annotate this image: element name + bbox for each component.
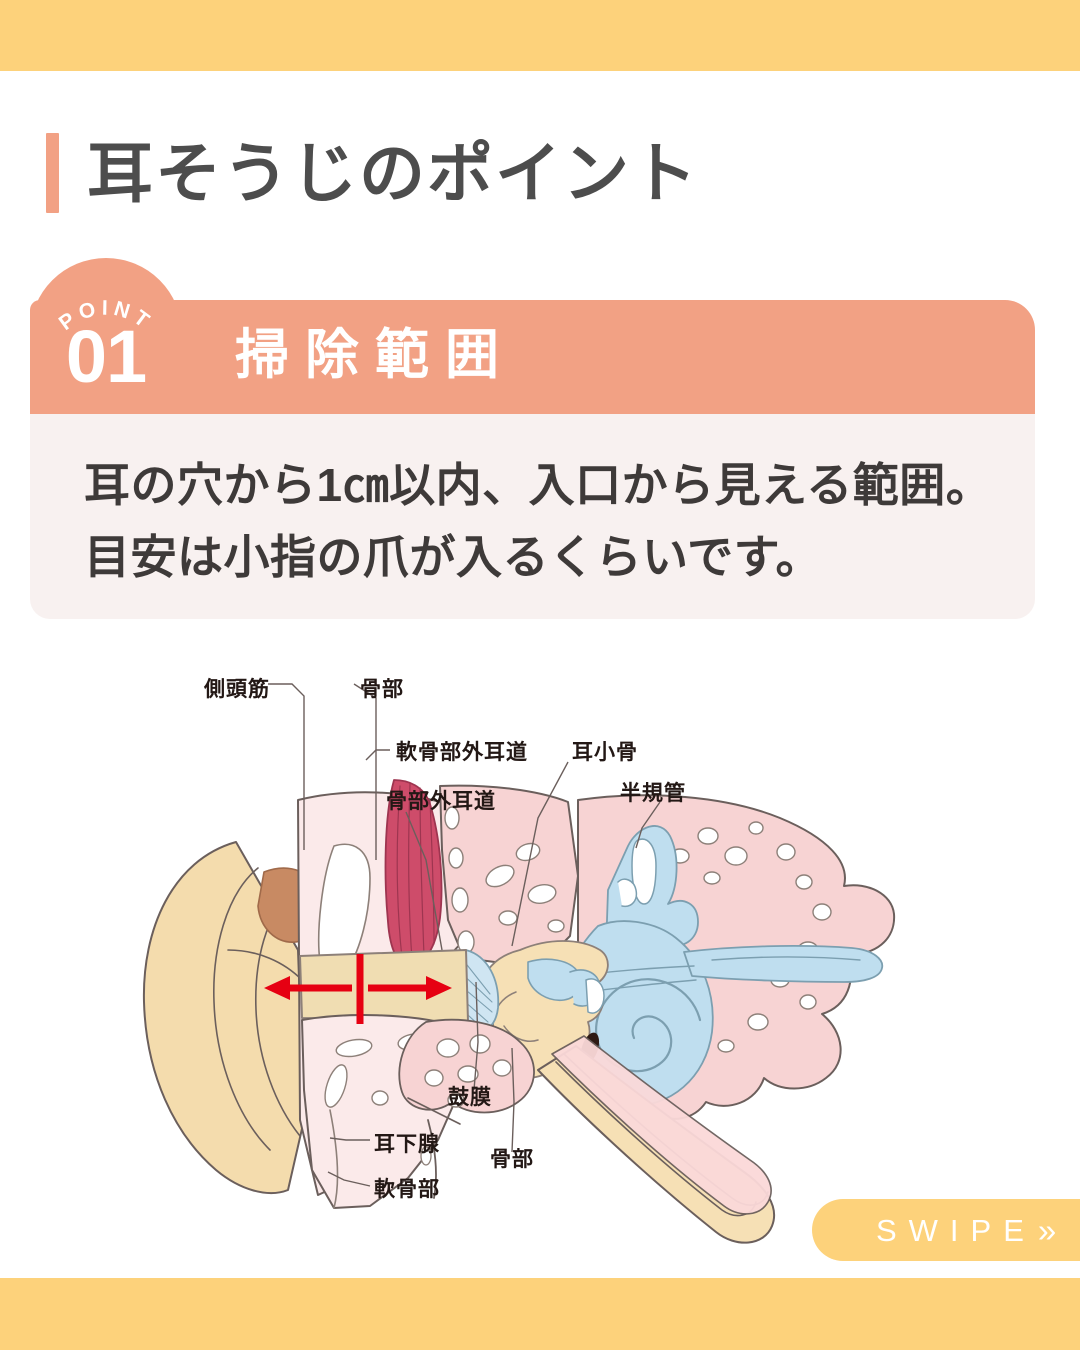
- leader-temporalis: [268, 683, 305, 850]
- temporalis-striations: [396, 783, 435, 961]
- description-line-2: 目安は小指の爪が入るくらいです。: [84, 531, 823, 583]
- page-title-text: 耳そうじのポイント: [87, 136, 699, 210]
- diagram-label-semicircular-canals: 半規管: [620, 781, 686, 805]
- leader-ossicles: [511, 761, 569, 947]
- diagram-label-cartilaginous-canal: 軟骨部外耳道: [396, 740, 528, 764]
- range-arrow-right-head: [426, 976, 452, 1000]
- cleaning-range-annotation: [264, 954, 452, 1024]
- diagram-label-bony-canal: 骨部外耳道: [386, 789, 496, 813]
- leader-bony-part-bottom: [511, 1047, 515, 1153]
- point-banner-bar: [30, 300, 1035, 414]
- diagram-label-temporalis: 側頭筋: [203, 677, 270, 701]
- swipe-label: SWIPE: [876, 1212, 1036, 1248]
- diagram-label-parotid-gland: 耳下腺: [374, 1132, 440, 1156]
- leader-eardrum: [473, 981, 479, 1091]
- cartilage-edge: [427, 1119, 437, 1199]
- page-title: 耳そうじのポイント: [46, 130, 699, 216]
- bottom-color-band: [0, 1278, 1080, 1350]
- leader-cartilage: [327, 1171, 371, 1187]
- point-banner: POINT 01 掃除範囲: [30, 258, 1035, 414]
- point-badge-number: 01: [65, 315, 147, 398]
- pinna-crus: [227, 949, 303, 981]
- stapes: [585, 978, 605, 1014]
- description-line-1: 耳の穴から1㎝以内、入口から見える範囲。: [84, 459, 993, 511]
- scc-lumen-lateral: [617, 878, 638, 908]
- ear-anatomy-illustration: 側頭筋 骨部 軟骨部外耳道 耳小骨 骨部外耳道 半規管 鼓膜 耳下腺 骨部 軟骨…: [142, 677, 896, 1244]
- title-accent-bar: [46, 133, 59, 213]
- leader-parotid: [329, 1137, 370, 1141]
- diagram-label-bony-part-top: 骨部: [360, 677, 404, 701]
- pinna-shape: [142, 841, 305, 1194]
- pinna-fold-outer: [213, 867, 271, 1151]
- label-leader-lines: [268, 683, 661, 1187]
- ear-anatomy-diagram: 側頭筋 骨部 軟骨部外耳道 耳小骨 骨部外耳道 半規管 鼓膜 耳下腺 骨部 軟骨…: [108, 650, 968, 1250]
- nerve-line-1: [711, 956, 861, 961]
- diagram-label-bony-part-bottom: 骨部: [490, 1147, 534, 1171]
- diagram-label-eardrum: 鼓膜: [448, 1085, 492, 1109]
- leader-semicircular-canals: [635, 801, 661, 849]
- range-arrow-left-head: [264, 976, 290, 1000]
- diagram-label-cartilage-part: 軟骨部: [374, 1177, 440, 1201]
- eustachian-tube-inner: [551, 1035, 772, 1215]
- leader-bony-part-top: [353, 683, 377, 860]
- description-card: 耳の穴から1㎝以内、入口から見える範囲。 目安は小指の爪が入るくらいです。: [30, 414, 1035, 619]
- point-banner-heading: 掃除範囲: [235, 325, 515, 385]
- point-badge: POINT 01: [30, 258, 182, 414]
- internal-auditory-canal: [683, 945, 884, 983]
- point-badge-arc: POINT: [55, 297, 152, 336]
- chevron-double-right-icon: »: [1037, 1211, 1057, 1249]
- mastoid-air-cells-upper: [444, 806, 565, 954]
- leader-cartilaginous-canal: [365, 749, 390, 761]
- swipe-button[interactable]: SWIPE »: [812, 1199, 1080, 1261]
- mastoid-edge-line: [329, 1109, 339, 1209]
- cartilage-cell: [420, 1146, 432, 1166]
- top-color-band: [0, 0, 1080, 71]
- leader-bony-canal: [405, 811, 443, 951]
- cartilage-boundary: [407, 1097, 461, 1125]
- scc-lumen-superior: [631, 838, 657, 905]
- diagram-label-ossicles: 耳小骨: [572, 741, 638, 764]
- parotid-lobules: [424, 1034, 512, 1108]
- ossicle-detail-2: [503, 1025, 539, 1042]
- diagram-labels: 側頭筋 骨部 軟骨部外耳道 耳小骨 骨部外耳道 半規管 鼓膜 耳下腺 骨部 軟骨…: [203, 677, 686, 1201]
